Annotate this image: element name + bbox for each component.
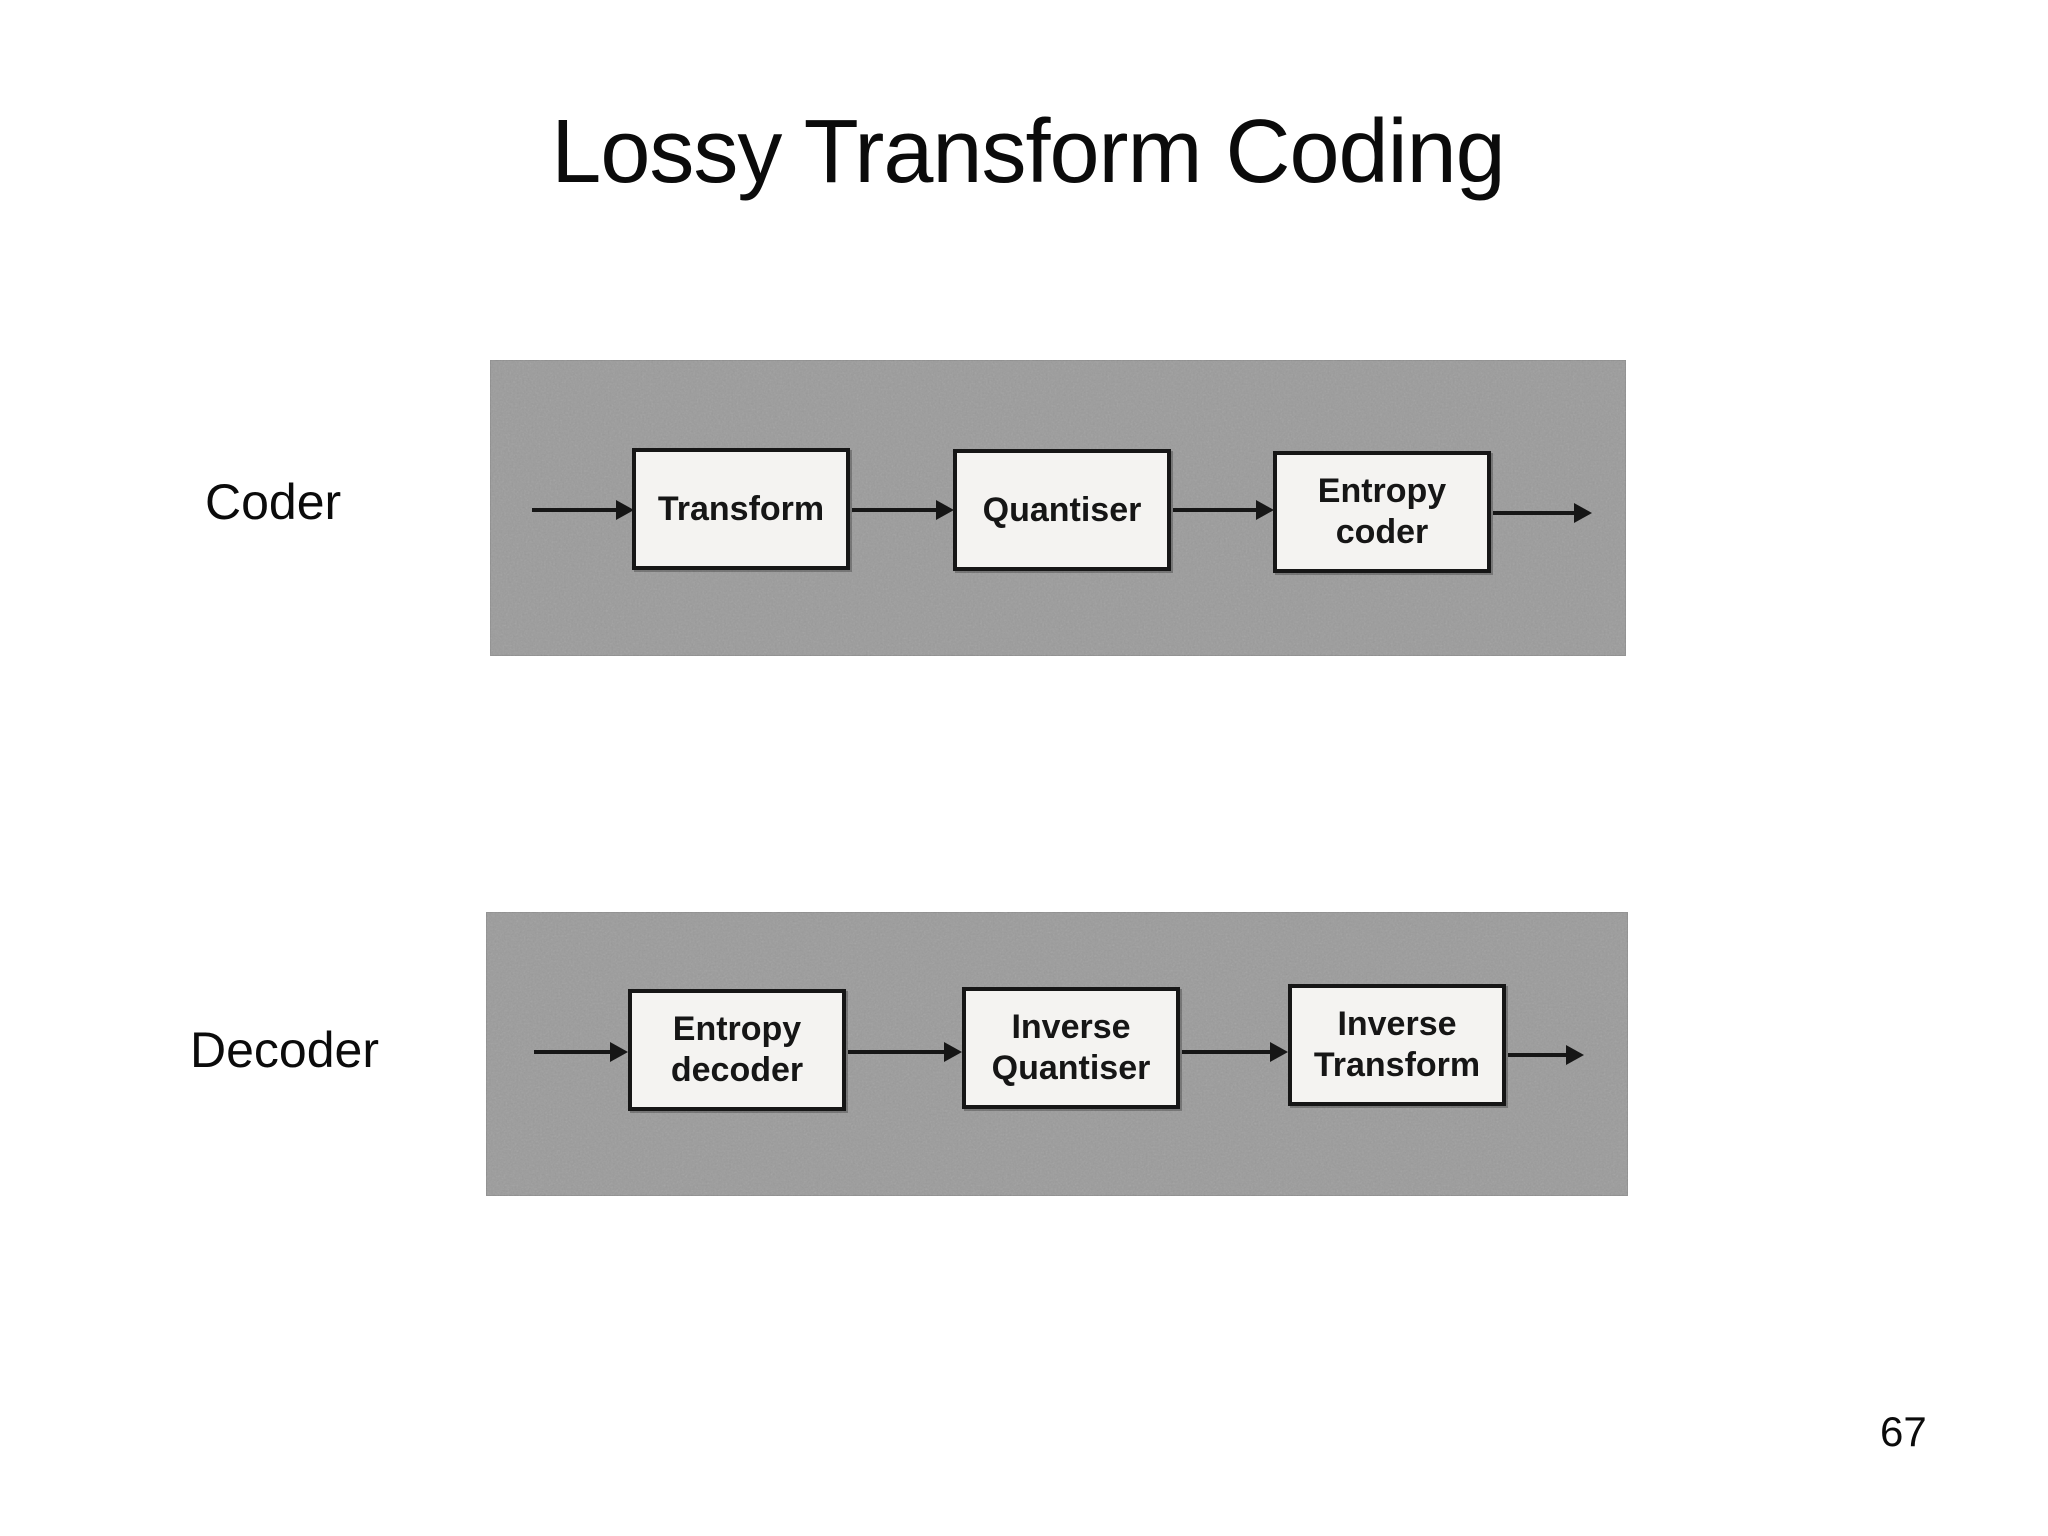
coder-output-arrow-icon [1493,503,1592,523]
coder-input-arrow-icon [532,500,634,520]
quantiser-block: Quantiser [953,449,1171,571]
page-number: 67 [1880,1408,1927,1455]
coder-row-label: Coder [205,474,342,530]
inverse-transform-block: Inverse Transform [1288,984,1506,1106]
inverse-quantiser-block: Inverse Quantiser [962,987,1180,1109]
decoder-output-arrow-icon [1508,1045,1584,1065]
decoder-block-diagram: Entropy decoder Inverse Quantiser Invers… [486,912,1628,1196]
entropy-decoder-block: Entropy decoder [628,989,846,1111]
decoder-input-arrow-icon [534,1042,628,1062]
arrow-right-icon [1173,500,1274,520]
decoder-row-label: Decoder [190,1022,379,1078]
transform-block: Transform [632,448,850,570]
arrow-right-icon [1182,1042,1288,1062]
arrow-right-icon [852,500,954,520]
arrow-right-icon [848,1042,962,1062]
page-title: Lossy Transform Coding [551,102,1505,202]
coder-block-diagram: Transform Quantiser Entropy coder [490,360,1626,656]
entropy-coder-block: Entropy coder [1273,451,1491,573]
